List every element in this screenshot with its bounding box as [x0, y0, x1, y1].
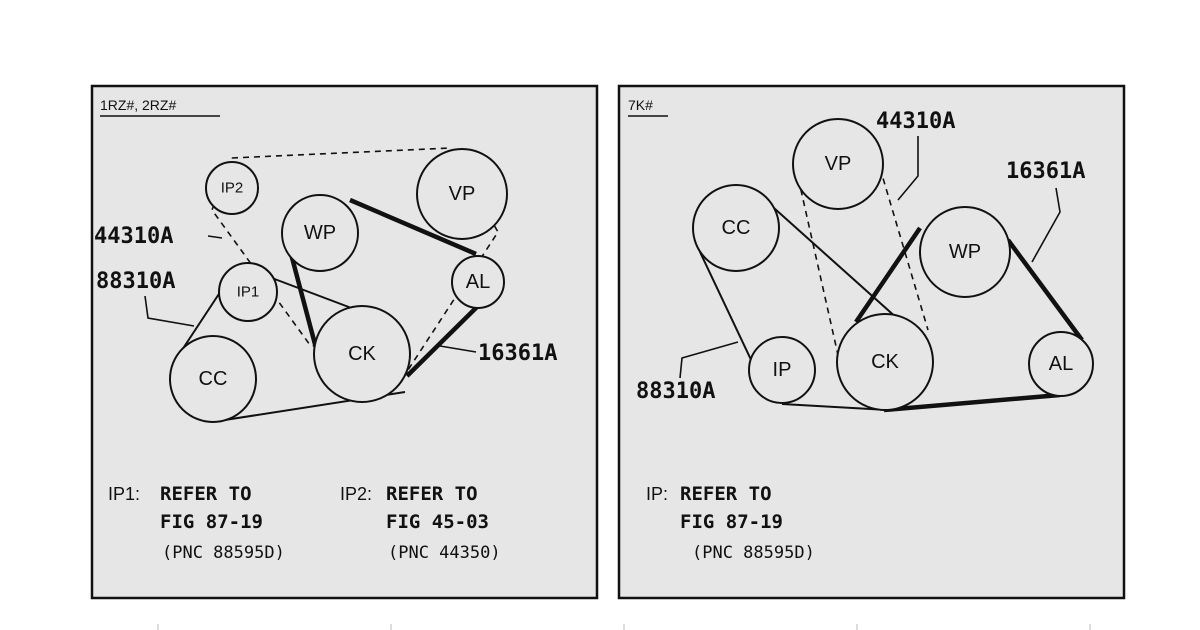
svg-text:(PNC 44350): (PNC 44350) [388, 543, 501, 563]
leader-line [1031, 187, 1061, 263]
pulley-vp: VP [416, 148, 508, 240]
svg-text:IP:: IP: [646, 484, 668, 504]
part-number-44310a: 44310A [94, 224, 173, 249]
pulley-wp: WP [919, 206, 1011, 298]
panel-1rz-2rz: 1RZ#, 2RZ# IP2 VP WP [90, 84, 599, 600]
pulley-cc: CC [169, 335, 257, 423]
pulley-ck: CK [313, 305, 411, 403]
pulley-ip: IP [748, 336, 816, 404]
svg-text:VP: VP [449, 183, 476, 205]
svg-text:CC: CC [199, 368, 228, 390]
leader-line [439, 345, 477, 353]
part-number-16361a: 16361A [1006, 159, 1085, 184]
svg-text:CK: CK [348, 343, 376, 365]
panel-7k: 7K# VP CC WP [617, 84, 1126, 600]
part-number-88310a: 88310A [636, 379, 715, 404]
svg-text:FIG 87-19: FIG 87-19 [680, 511, 783, 533]
note-ip1: IP1: REFER TO FIG 87-19 (PNC 88595D) [108, 483, 285, 563]
svg-text:IP1:: IP1: [108, 484, 140, 504]
leader-line [207, 235, 223, 239]
pulley-ck: CK [836, 313, 934, 411]
belt-16361a [287, 197, 484, 378]
svg-text:REFER TO: REFER TO [680, 483, 772, 505]
pulley-al: AL [1028, 331, 1094, 397]
dashed-belt-44310a [795, 167, 929, 356]
svg-text:(PNC 88595D): (PNC 88595D) [162, 543, 285, 563]
part-number-16361a: 16361A [478, 341, 557, 366]
svg-text:VP: VP [825, 153, 852, 175]
svg-text:AL: AL [466, 271, 490, 293]
pulley-cc: CC [692, 184, 780, 272]
panel-caption: 1RZ#, 2RZ# [100, 97, 176, 113]
belt-16361a [854, 226, 1084, 413]
pulley-al: AL [451, 255, 505, 309]
pulley-ip1: IP1 [218, 262, 278, 322]
leader-line [144, 295, 195, 327]
panel-caption: 7K# [628, 97, 653, 113]
svg-text:IP2:: IP2: [340, 484, 372, 504]
svg-text:FIG 45-03: FIG 45-03 [386, 511, 489, 533]
svg-text:REFER TO: REFER TO [160, 483, 252, 505]
note-ip2: IP2: REFER TO FIG 45-03 (PNC 44350) [340, 483, 501, 563]
pulley-wp: WP [281, 194, 359, 272]
svg-text:(PNC 88595D): (PNC 88595D) [692, 543, 815, 563]
svg-text:CC: CC [722, 217, 751, 239]
svg-text:AL: AL [1049, 353, 1073, 375]
part-number-44310a: 44310A [876, 109, 955, 134]
part-number-88310a: 88310A [96, 269, 175, 294]
pulley-ip2: IP2 [205, 161, 259, 215]
svg-text:REFER TO: REFER TO [386, 483, 478, 505]
svg-text:IP1: IP1 [237, 284, 260, 301]
svg-text:WP: WP [949, 241, 981, 263]
leader-line [897, 136, 919, 201]
leader-line [679, 341, 739, 379]
svg-text:IP2: IP2 [221, 180, 244, 197]
scan-tick-marks [157, 624, 1091, 630]
svg-text:FIG 87-19: FIG 87-19 [160, 511, 263, 533]
svg-text:CK: CK [871, 351, 899, 373]
note-ip: IP: REFER TO FIG 87-19 (PNC 88595D) [646, 483, 815, 563]
svg-text:WP: WP [304, 222, 336, 244]
svg-text:IP: IP [773, 359, 792, 381]
pulley-vp: VP [792, 118, 884, 210]
